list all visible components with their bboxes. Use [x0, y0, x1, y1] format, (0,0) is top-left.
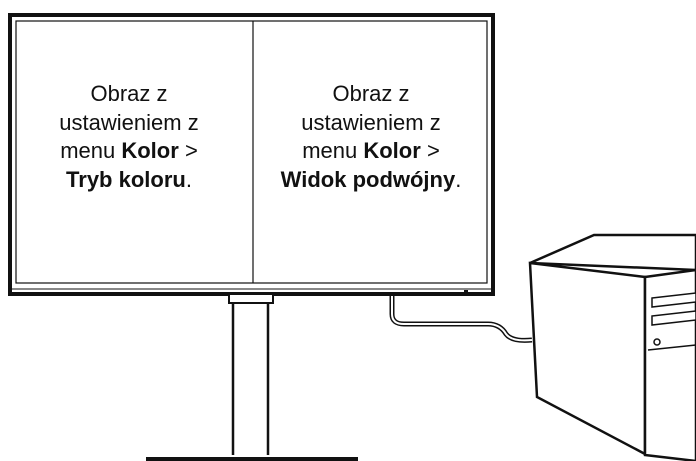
right-line-1: Obraz z	[332, 81, 410, 106]
video-cable	[389, 296, 533, 343]
right-line-4: Widok podwójny.	[256, 166, 486, 195]
power-led	[464, 290, 468, 293]
left-line-4: Tryb koloru.	[14, 166, 244, 195]
front-panel-line	[647, 344, 696, 351]
monitor-stand	[146, 293, 358, 461]
left-line-3: menu Kolor >	[14, 137, 244, 166]
tower-top	[529, 233, 696, 272]
left-line-2: ustawieniem z	[59, 109, 199, 135]
left-line-1: Obraz z	[90, 81, 168, 106]
right-pane-caption: Obraz z ustawieniem z menu Kolor > Widok…	[256, 80, 486, 194]
power-button	[653, 338, 661, 346]
stand-neck	[228, 293, 274, 304]
right-menu-name: Kolor	[363, 138, 421, 164]
right-separator: >	[426, 138, 440, 164]
right-option: Widok podwójny	[280, 166, 456, 192]
left-option: Tryb koloru	[66, 166, 186, 192]
right-end: .	[455, 166, 462, 192]
drive-bay-2	[651, 310, 696, 326]
right-line-2: ustawieniem z	[301, 109, 441, 135]
left-pane-caption: Obraz z ustawieniem z menu Kolor > Tryb …	[14, 80, 244, 194]
monitor	[8, 13, 495, 296]
left-separator: >	[184, 138, 198, 164]
pc-tower	[528, 233, 696, 461]
left-menu-word: menu	[60, 138, 116, 164]
left-menu-name: Kolor	[121, 138, 179, 164]
left-end: .	[185, 166, 192, 192]
right-line-3: menu Kolor >	[256, 137, 486, 166]
monitor-screen	[15, 20, 488, 284]
video-cable-inner	[391, 296, 533, 342]
drive-bay-1	[651, 292, 696, 308]
tower-side	[528, 261, 647, 457]
right-menu-word: menu	[302, 138, 358, 164]
